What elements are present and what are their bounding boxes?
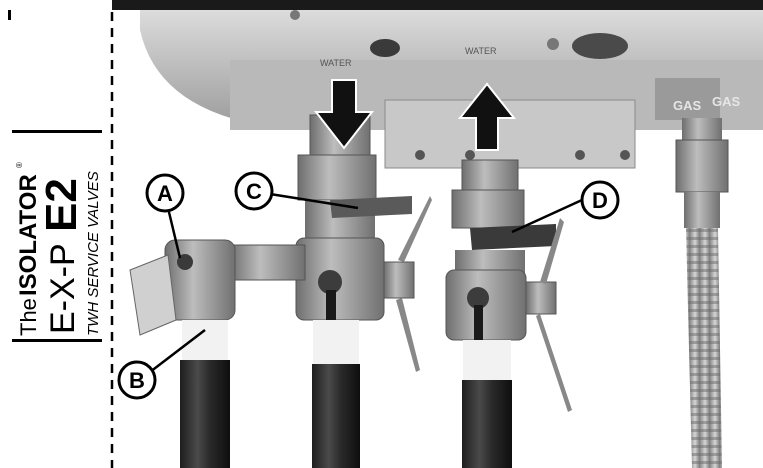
brand-subtitle: TWH SERVICE VALVES	[85, 171, 102, 336]
gas-label-right: GAS	[712, 94, 741, 109]
hot-outlet-arrow-up-icon	[457, 82, 517, 151]
svg-text:B: B	[129, 368, 145, 393]
callout-a: A	[145, 173, 185, 213]
svg-text:C: C	[246, 179, 262, 204]
sidebar-graphics: The ISOLATOR ® E-X-P E2 TWH SERVICE VALV…	[8, 10, 114, 468]
brand-model: E2	[37, 178, 86, 232]
callout-d: D	[580, 180, 620, 220]
brand-name: ISOLATOR	[15, 174, 42, 296]
gas-label-left: GAS	[673, 98, 702, 113]
water-in-label: WATER	[320, 58, 352, 68]
valve-photo: WATER WATER GAS GAS	[113, 10, 763, 468]
callout-c: C	[234, 171, 274, 211]
brand-registered: ®	[15, 162, 24, 168]
brand-model-prefix: E-X-P	[44, 243, 82, 334]
cold-inlet-arrow-down-icon	[313, 79, 375, 150]
top-bar	[0, 0, 763, 10]
brand-sidebar	[0, 0, 112, 468]
water-out-label: WATER	[465, 46, 497, 56]
brand-the: The	[16, 298, 41, 336]
svg-text:D: D	[592, 188, 608, 213]
svg-text:A: A	[157, 181, 173, 206]
callout-b: B	[117, 360, 157, 400]
